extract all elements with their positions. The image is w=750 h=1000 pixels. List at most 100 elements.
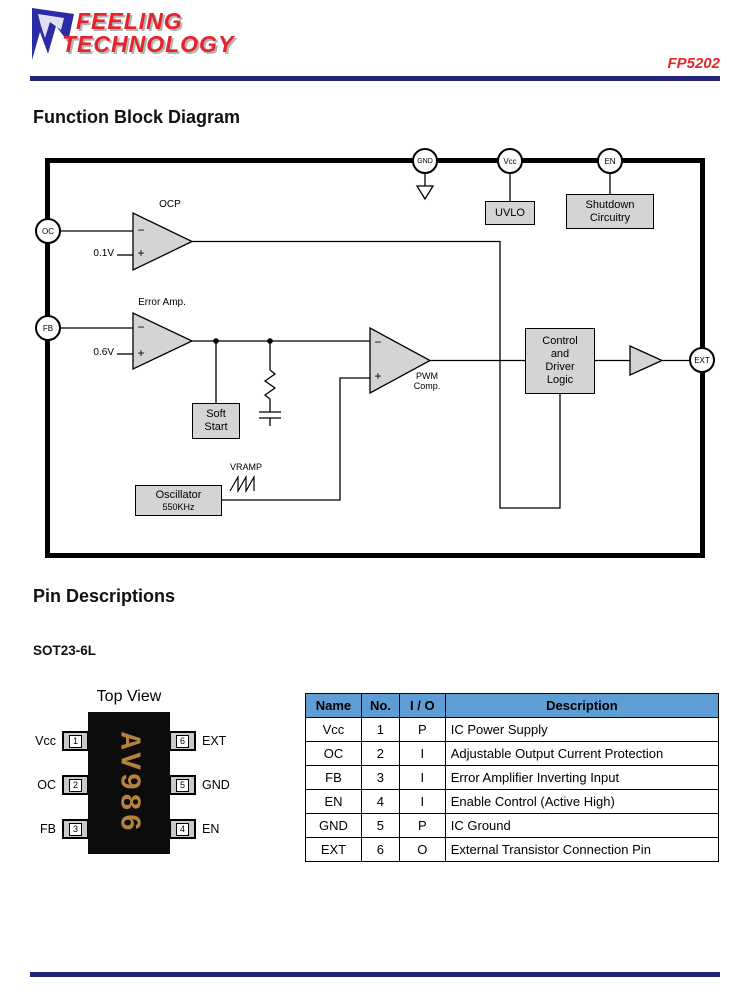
error-amp-ref-label: 0.6V xyxy=(93,347,114,358)
package-pin-1: 1 xyxy=(62,731,89,751)
pin-desc-cell: IC Power Supply xyxy=(444,717,720,742)
ocp-minus-sign: − xyxy=(137,223,145,237)
pwm-comp-label: PWM Comp. xyxy=(401,371,453,392)
pin-no-cell: 3 xyxy=(360,765,400,790)
pin-no-cell: 1 xyxy=(360,717,400,742)
part-number: FP5202 xyxy=(667,55,720,72)
chip-marking: AV986 xyxy=(112,731,146,834)
footer-rule xyxy=(30,972,720,977)
ocp-plus-sign: + xyxy=(137,246,145,260)
soft-start-line2: Start xyxy=(204,421,228,433)
package-pin-5: 5 xyxy=(169,775,196,795)
pin-io-cell: O xyxy=(398,837,446,862)
ocp-comparator-triangle xyxy=(132,211,194,272)
pin-io-cell: P xyxy=(398,813,446,838)
error-amp-label: Error Amp. xyxy=(138,297,186,308)
section-title-pin-descriptions: Pin Descriptions xyxy=(33,586,176,606)
diagram-pin-gnd: GND xyxy=(412,148,438,174)
pwm-minus-sign: − xyxy=(374,335,382,349)
function-block-diagram: GND Vcc EN OC FB EXT UVLO Shutdown Circu… xyxy=(35,148,715,558)
ground-arrow-icon xyxy=(415,185,435,201)
pin-6-number: 6 xyxy=(176,734,189,748)
pin-name-cell: EN xyxy=(305,789,362,814)
oscillator-block: Oscillator 550KHz xyxy=(135,485,222,516)
pin-name-cell: FB xyxy=(305,765,362,790)
brand-flag-icon xyxy=(32,8,74,60)
header-no: No. xyxy=(360,693,400,718)
control-line4: Logic xyxy=(546,373,574,386)
pin-io-cell: I xyxy=(398,789,446,814)
soft-start-block: Soft Start xyxy=(192,403,240,439)
diagram-pin-ext: EXT xyxy=(689,347,715,373)
pin-name-cell: OC xyxy=(305,741,362,766)
control-line3: Driver xyxy=(545,361,575,373)
brand-name-line2: TECHNOLOGY xyxy=(62,31,235,57)
pwm-comparator-triangle xyxy=(369,326,432,395)
package-pin-2: 2 xyxy=(62,775,89,795)
pin-3-name-label: FB xyxy=(40,822,56,836)
pin-io-cell: I xyxy=(398,741,446,766)
pin-desc-cell: Enable Control (Active High) xyxy=(444,789,720,814)
diagram-pin-en: EN xyxy=(597,148,623,174)
pwm-line1: PWM xyxy=(416,371,438,381)
header-io: I / O xyxy=(398,693,446,718)
brand-logo xyxy=(30,8,74,62)
vramp-label: VRAMP xyxy=(229,462,262,472)
pin-no-cell: 6 xyxy=(360,837,400,862)
pin-no-cell: 2 xyxy=(360,741,400,766)
pin-io-cell: I xyxy=(398,765,446,790)
diagram-pin-oc: OC xyxy=(35,218,61,244)
ea-minus-sign: − xyxy=(137,320,145,334)
error-amp-triangle xyxy=(132,311,194,371)
pin-desc-cell: Adjustable Output Current Protection xyxy=(444,741,720,766)
pwm-plus-sign: + xyxy=(374,369,382,383)
header-description: Description xyxy=(444,693,720,718)
control-line1: Control xyxy=(542,335,578,348)
ocp-label: OCP xyxy=(159,199,181,210)
soft-start-line1: Soft xyxy=(206,408,226,421)
pwm-line2: Comp. xyxy=(413,380,441,391)
capacitor-symbol xyxy=(259,411,281,426)
header-rule xyxy=(30,76,720,81)
pin-6-name-label: EXT xyxy=(202,734,227,748)
pin-4-name-label: EN xyxy=(202,822,220,836)
header-name: Name xyxy=(305,693,362,718)
pin-table-header-row: Name No. I / O Description xyxy=(305,693,720,718)
pin-table-row: GND 5 P IC Ground xyxy=(305,813,720,838)
pin-table-row: EXT 6 O External Transistor Connection P… xyxy=(305,837,720,862)
resistor-symbol xyxy=(263,369,277,412)
sawtooth-icon xyxy=(229,474,255,494)
pin-5-number: 5 xyxy=(176,778,189,792)
oscillator-label: Oscillator xyxy=(155,488,202,501)
pin-name-cell: Vcc xyxy=(305,717,362,742)
pin-desc-cell: Error Amplifier Inverting Input xyxy=(444,765,720,790)
control-driver-logic-block: Control and Driver Logic xyxy=(525,328,595,394)
package-type-label: SOT23-6L xyxy=(33,643,97,658)
oscillator-frequency: 550KHz xyxy=(162,501,195,512)
diagram-pin-vcc: Vcc xyxy=(497,148,523,174)
pin-2-name-label: OC xyxy=(37,778,56,792)
shutdown-circuitry-block: Shutdown Circuitry xyxy=(566,194,654,229)
control-line2: and xyxy=(550,348,570,361)
pin-no-cell: 4 xyxy=(360,789,400,814)
pin-name-cell: EXT xyxy=(305,837,362,862)
pin-name-cell: GND xyxy=(305,813,362,838)
pin-table-row: Vcc 1 P IC Power Supply xyxy=(305,717,720,742)
pin-io-cell: P xyxy=(398,717,446,742)
pin-description-table: Name No. I / O Description Vcc 1 P IC Po… xyxy=(305,693,720,862)
package-pin-4: 4 xyxy=(169,819,196,839)
pin-no-cell: 5 xyxy=(360,813,400,838)
chip-body: AV986 xyxy=(88,712,170,854)
top-view-label: Top View xyxy=(96,688,162,705)
output-buffer-triangle xyxy=(629,344,664,377)
uvlo-block: UVLO xyxy=(485,201,535,225)
section-title-block-diagram: Function Block Diagram xyxy=(33,107,241,127)
pin-3-number: 3 xyxy=(69,822,82,836)
shutdown-line2: Circuitry xyxy=(589,211,631,224)
package-pin-3: 3 xyxy=(62,819,89,839)
pin-desc-cell: IC Ground xyxy=(444,813,720,838)
pin-desc-cell: External Transistor Connection Pin xyxy=(444,837,720,862)
brand-name-line1: FEELING xyxy=(76,8,183,34)
pin-1-name-label: Vcc xyxy=(35,734,56,748)
